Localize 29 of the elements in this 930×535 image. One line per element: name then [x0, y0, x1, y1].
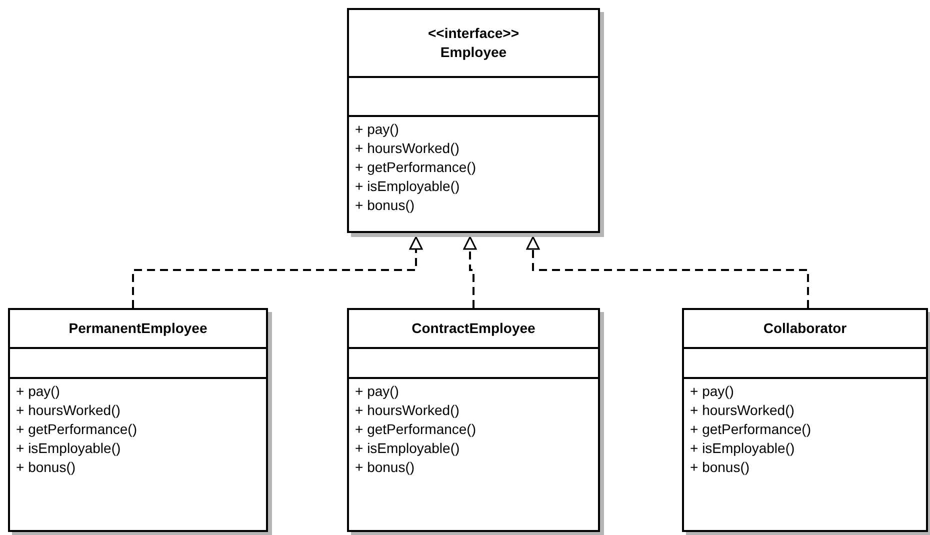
method-label: + hoursWorked() — [690, 401, 794, 420]
method-label: + getPerformance() — [355, 420, 476, 439]
class-name: PermanentEmployee — [68, 319, 208, 338]
method-label: + hoursWorked() — [355, 401, 460, 420]
method-label: + pay() — [690, 382, 734, 401]
method-label: + isEmployable() — [16, 439, 121, 458]
method-label: + pay() — [16, 382, 60, 401]
method-label: + bonus() — [355, 196, 415, 215]
method-label: + pay() — [355, 382, 399, 401]
class-box — [682, 308, 928, 532]
stereotype-label: <<interface>> — [428, 24, 520, 43]
method-label: + hoursWorked() — [16, 401, 120, 420]
method-label: + isEmployable() — [690, 439, 795, 458]
method-label: + isEmployable() — [355, 439, 460, 458]
class-name: ContractEmployee — [412, 319, 536, 338]
class-name: Employee — [440, 43, 507, 62]
method-label: + getPerformance() — [16, 420, 137, 439]
class-name: Collaborator — [763, 319, 847, 338]
realization-arrow — [526, 236, 809, 308]
method-label: + bonus() — [16, 458, 76, 477]
method-label: + isEmployable() — [355, 177, 460, 196]
method-label: + pay() — [355, 120, 399, 139]
method-label: + hoursWorked() — [355, 139, 460, 158]
method-label: + bonus() — [355, 458, 415, 477]
method-label: + getPerformance() — [355, 158, 476, 177]
realization-arrow — [463, 236, 477, 308]
realization-arrow — [132, 236, 423, 308]
method-label: + getPerformance() — [690, 420, 811, 439]
method-label: + bonus() — [690, 458, 750, 477]
